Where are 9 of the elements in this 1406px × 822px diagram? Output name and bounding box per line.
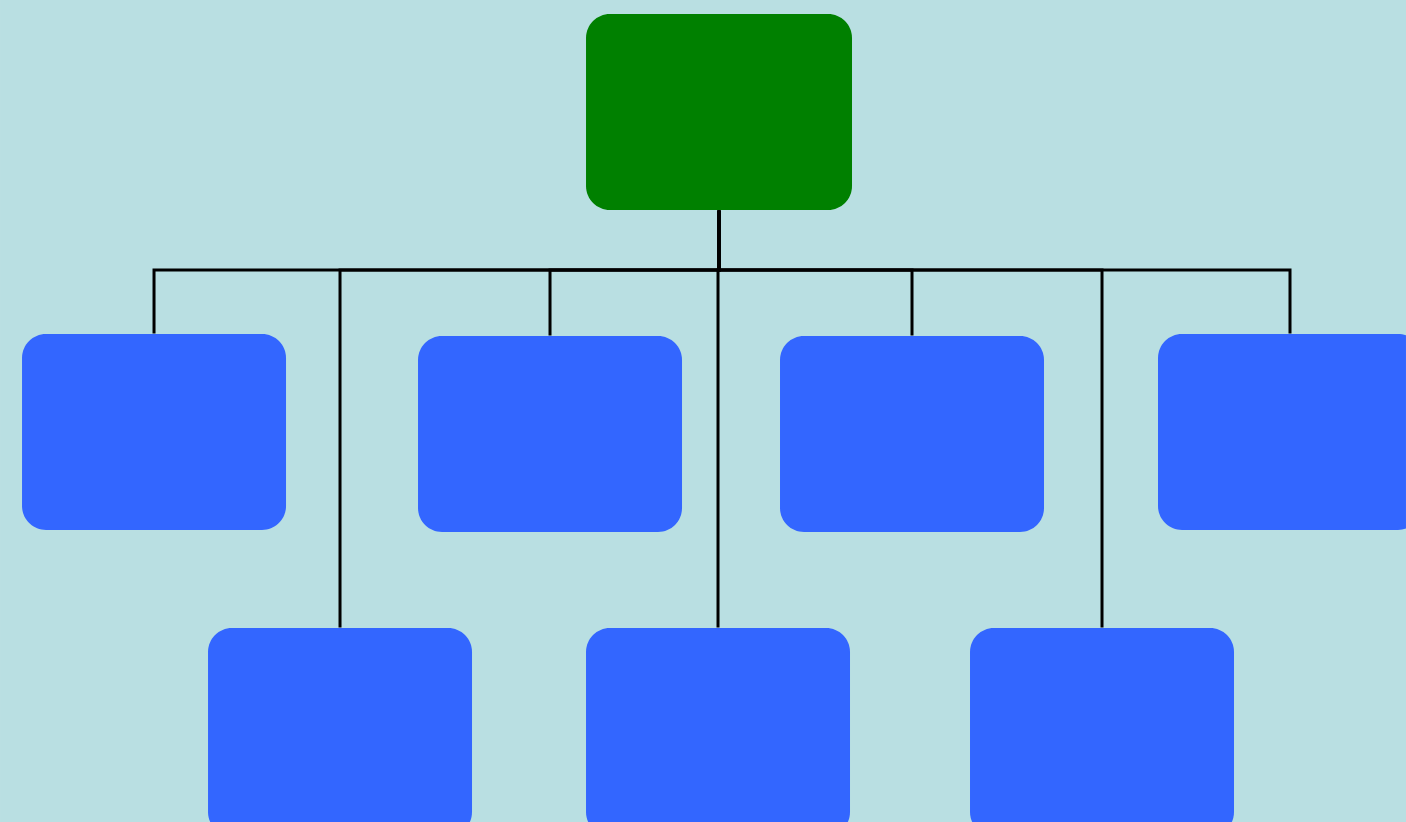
box <box>586 628 850 822</box>
box <box>970 628 1234 822</box>
box <box>1158 334 1406 530</box>
box <box>586 14 852 210</box>
box <box>780 336 1044 532</box>
box <box>208 628 472 822</box>
box <box>418 336 682 532</box>
box <box>22 334 286 530</box>
connector-line <box>717 210 1292 334</box>
